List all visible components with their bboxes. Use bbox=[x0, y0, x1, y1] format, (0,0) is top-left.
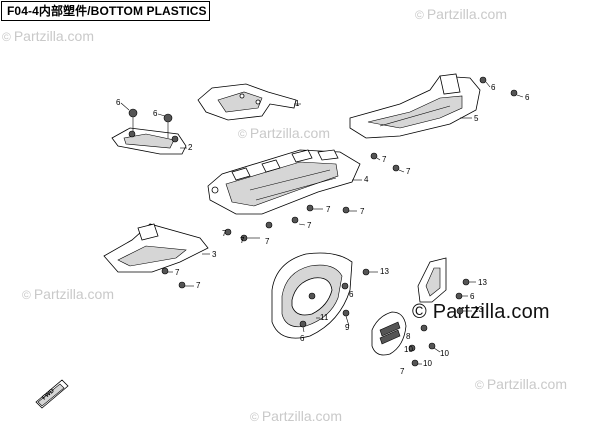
callout-6a: 6 bbox=[116, 98, 121, 107]
callout-10a: 10 bbox=[404, 345, 413, 354]
callout-7f: 7 bbox=[222, 229, 227, 238]
bolt bbox=[161, 267, 169, 275]
cvt-outer-cover bbox=[271, 252, 353, 339]
callout-6d: 6 bbox=[525, 93, 530, 102]
callout-7c: 7 bbox=[307, 221, 312, 230]
small-cover-upper bbox=[417, 257, 447, 303]
washer bbox=[456, 307, 464, 315]
bolt bbox=[420, 324, 428, 332]
callout-7h: 7 bbox=[406, 167, 411, 176]
part-1-front-guard bbox=[197, 83, 297, 121]
callout-7i: 7 bbox=[175, 268, 180, 277]
callout-5: 5 bbox=[474, 114, 479, 123]
washer bbox=[428, 342, 436, 350]
partzilla-brand-watermark: © Partzilla.com bbox=[412, 301, 550, 323]
bolt bbox=[178, 281, 186, 289]
callout-13c: 13 bbox=[474, 305, 483, 314]
bolt bbox=[342, 309, 350, 317]
callout-6e: 6 bbox=[349, 290, 354, 299]
callout-6c: 6 bbox=[491, 83, 496, 92]
diagram-title: F04-4内部塑件/BOTTOM PLASTICS bbox=[1, 1, 210, 21]
callout-13b: 13 bbox=[478, 278, 487, 287]
callout-7k: 7 bbox=[400, 367, 405, 376]
callout-3: 3 bbox=[212, 250, 217, 259]
callout-7b: 7 bbox=[265, 237, 270, 246]
callout-7a: 7 bbox=[240, 236, 245, 245]
part-5-rear-skid-plate bbox=[349, 73, 481, 139]
watermark: ©Partzilla.com bbox=[22, 286, 114, 302]
callout-9: 9 bbox=[345, 323, 350, 332]
part-3-side-guard bbox=[103, 223, 209, 273]
callout-6b: 6 bbox=[153, 109, 158, 118]
washer bbox=[362, 268, 370, 276]
watermark: ©Partzilla.com bbox=[238, 125, 330, 141]
bolt bbox=[392, 164, 400, 172]
callout-8: 8 bbox=[406, 332, 411, 341]
bolt bbox=[479, 76, 487, 84]
part-2-bracket bbox=[111, 108, 187, 155]
callout-13a: 13 bbox=[380, 267, 389, 276]
watermark: ©Partzilla.com bbox=[250, 408, 342, 424]
part-4-main-skid-plate bbox=[207, 149, 361, 215]
bolt bbox=[455, 292, 463, 300]
callout-10b: 10 bbox=[440, 349, 449, 358]
fwd-arrow-icon: FWD bbox=[35, 379, 69, 409]
washer bbox=[462, 278, 470, 286]
callout-4: 4 bbox=[364, 175, 369, 184]
callout-7d: 7 bbox=[326, 205, 331, 214]
callout-1: 1 bbox=[295, 99, 300, 108]
watermark: ©Partzilla.com bbox=[2, 28, 94, 44]
callout-6f: 6 bbox=[300, 334, 305, 343]
bolt bbox=[510, 89, 518, 97]
bolt bbox=[370, 152, 378, 160]
bolt bbox=[341, 282, 349, 290]
callout-7e: 7 bbox=[360, 207, 365, 216]
bolt bbox=[299, 320, 307, 328]
callout-6g: 6 bbox=[470, 292, 475, 301]
callout-10c: 10 bbox=[423, 359, 432, 368]
callout-11: 11 bbox=[320, 313, 329, 322]
round-vent-cover bbox=[371, 311, 407, 356]
callout-7g: 7 bbox=[382, 155, 387, 164]
callout-2: 2 bbox=[188, 143, 193, 152]
bolt bbox=[411, 359, 419, 367]
washer bbox=[408, 344, 416, 352]
watermark: ©Partzilla.com bbox=[415, 6, 507, 22]
watermark: ©Partzilla.com bbox=[475, 376, 567, 392]
callout-7j: 7 bbox=[196, 281, 201, 290]
